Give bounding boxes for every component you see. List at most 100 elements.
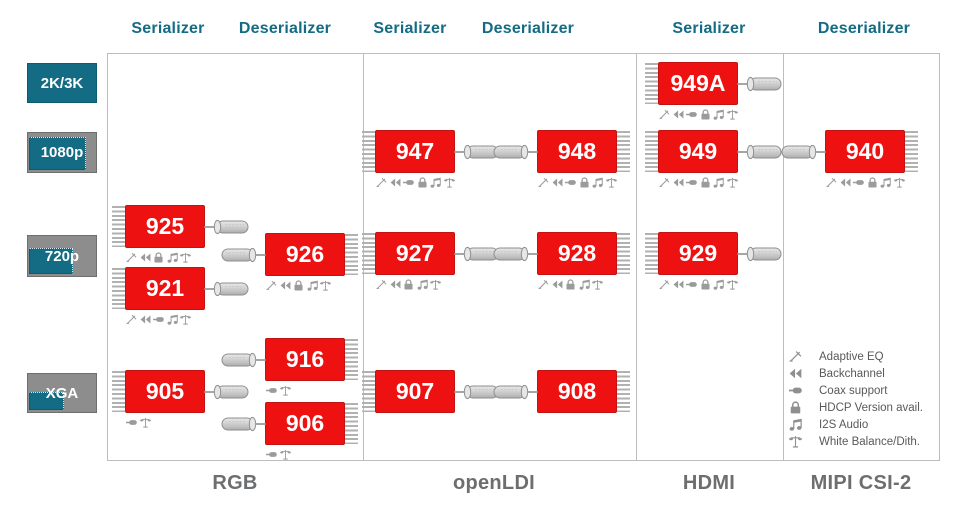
pin-comb-icon — [362, 371, 375, 412]
backchannel-icon — [140, 252, 151, 263]
chip-947[interactable]: 947 — [362, 130, 455, 173]
chip-949a[interactable]: 949A — [645, 62, 738, 105]
i2s-audio-icon — [417, 279, 428, 290]
feature-icons — [659, 109, 738, 120]
chip-label: 906 — [285, 410, 325, 436]
coax-icon — [686, 177, 697, 188]
white-balance-icon — [789, 435, 802, 448]
interface-label-mipi: MIPI CSI-2 — [810, 472, 912, 494]
column-header-deserializer-openldi: Deserializer — [481, 20, 575, 37]
coax-icon — [789, 384, 802, 397]
feature-icons — [376, 279, 441, 290]
white-balance-icon — [727, 109, 738, 120]
chip-body[interactable]: 928 — [537, 232, 617, 275]
backchannel-icon — [552, 279, 563, 290]
chip-928[interactable]: 928 — [537, 232, 630, 275]
chip-body[interactable]: 929 — [658, 232, 738, 275]
chip-926[interactable]: 926 — [265, 233, 358, 276]
chip-body[interactable]: 905 — [125, 370, 205, 413]
chip-940[interactable]: 940 — [825, 130, 918, 173]
hdcp-icon — [579, 177, 590, 188]
hdcp-icon — [417, 177, 428, 188]
chip-body[interactable]: 926 — [265, 233, 345, 276]
resolution-fill — [29, 248, 73, 274]
feature-icons — [538, 177, 617, 188]
adaptive-eq-icon — [126, 252, 137, 263]
coax-connector-icon — [220, 415, 266, 433]
resolution-1080p: 1080p — [27, 132, 97, 173]
pin-comb-icon — [617, 131, 630, 172]
adaptive-eq-icon — [789, 350, 802, 363]
chip-label: 947 — [395, 138, 435, 164]
legend-item: HDCP Version avail. — [789, 399, 923, 416]
column-header-deserializer-rgb: Deserializer — [238, 20, 332, 37]
coax-icon — [686, 279, 697, 290]
column-header-serializer-openldi: Serializer — [373, 20, 447, 37]
legend-label: Backchannel — [819, 367, 885, 380]
coax-icon — [153, 314, 164, 325]
coax-icon — [126, 417, 137, 428]
white-balance-icon — [592, 279, 603, 290]
chip-body[interactable]: 940 — [825, 130, 905, 173]
chip-927[interactable]: 927 — [362, 232, 455, 275]
chip-body[interactable]: 916 — [265, 338, 345, 381]
backchannel-icon — [789, 367, 802, 380]
white-balance-icon — [727, 177, 738, 188]
chip-body[interactable]: 948 — [537, 130, 617, 173]
hdcp-icon — [700, 109, 711, 120]
coax-connector-icon — [220, 351, 266, 369]
i2s-audio-icon — [789, 418, 802, 431]
chip-949[interactable]: 949 — [645, 130, 738, 173]
backchannel-icon — [390, 279, 401, 290]
hdcp-icon — [789, 401, 802, 414]
chip-label: 905 — [145, 378, 185, 404]
chip-body[interactable]: 949A — [658, 62, 738, 105]
chip-body[interactable]: 908 — [537, 370, 617, 413]
legend-item: Adaptive EQ — [789, 348, 923, 365]
white-balance-icon — [320, 280, 331, 291]
pin-comb-icon — [112, 268, 125, 309]
backchannel-icon — [840, 177, 851, 188]
i2s-audio-icon — [880, 177, 891, 188]
chip-body[interactable]: 907 — [375, 370, 455, 413]
chip-929[interactable]: 929 — [645, 232, 738, 275]
coax-icon — [266, 449, 277, 460]
adaptive-eq-icon — [266, 280, 277, 291]
hdcp-lock-icon — [789, 401, 802, 414]
chip-label: 940 — [845, 138, 885, 164]
chip-label: 908 — [557, 378, 597, 404]
hdcp-icon — [700, 177, 711, 188]
chip-906[interactable]: 906 — [265, 402, 358, 445]
coax-icon — [403, 177, 414, 188]
coax-icon — [853, 177, 864, 188]
resolution-720p: 720p — [27, 235, 97, 277]
chip-925[interactable]: 925 — [112, 205, 205, 248]
chip-916[interactable]: 916 — [265, 338, 358, 381]
resolution-fill — [29, 137, 86, 170]
coax-connector-icon — [204, 383, 250, 401]
chip-921[interactable]: 921 — [112, 267, 205, 310]
backchannel-icon — [552, 177, 563, 188]
i2s-audio-icon — [579, 279, 590, 290]
chip-body[interactable]: 927 — [375, 232, 455, 275]
panel-divider-openldi-hdmi — [636, 53, 637, 461]
chip-948[interactable]: 948 — [537, 130, 630, 173]
chip-body[interactable]: 925 — [125, 205, 205, 248]
chip-body[interactable]: 947 — [375, 130, 455, 173]
adaptive-eq-icon — [789, 350, 802, 363]
white-balance-icon — [280, 449, 291, 460]
feature-icons — [266, 449, 291, 460]
resolution-xga: XGA — [27, 373, 97, 413]
chip-body[interactable]: 906 — [265, 402, 345, 445]
feature-icons — [126, 314, 191, 325]
i2s-audio-icon — [167, 314, 178, 325]
chip-905[interactable]: 905 — [112, 370, 205, 413]
hdcp-icon — [293, 280, 304, 291]
chip-907[interactable]: 907 — [362, 370, 455, 413]
chip-body[interactable]: 949 — [658, 130, 738, 173]
panel-divider-hdmi-mipi — [783, 53, 784, 461]
resolution-label: 720p — [44, 247, 80, 265]
chip-908[interactable]: 908 — [537, 370, 630, 413]
chip-body[interactable]: 921 — [125, 267, 205, 310]
coax-connector-icon — [204, 280, 250, 298]
